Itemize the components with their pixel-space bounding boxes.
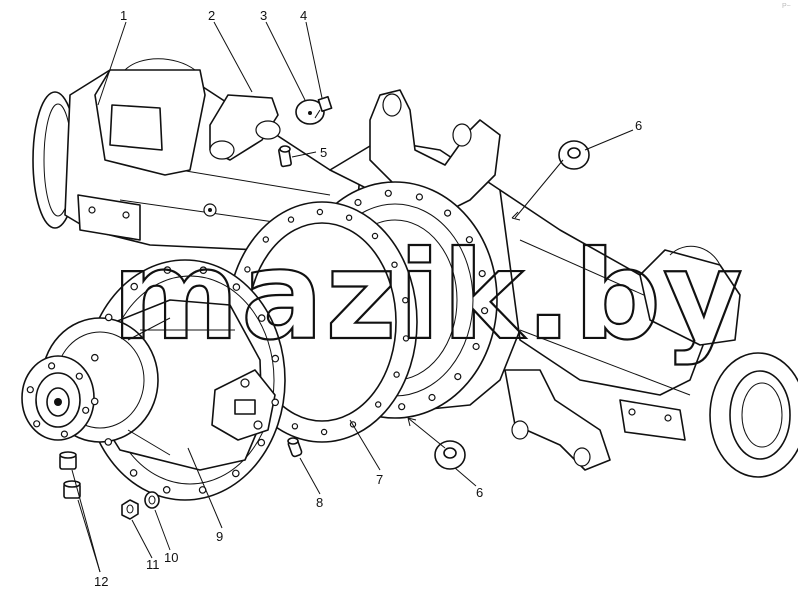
flange-bolt-hole — [465, 236, 473, 244]
callout-labels: 1 2 3 4 5 6 6 7 8 9 10 11 12 — [94, 8, 642, 589]
callout-12: 12 — [94, 574, 108, 589]
gasket-bolt-hole — [391, 261, 398, 268]
gasket-bolt-hole — [402, 335, 410, 342]
reducer-bolt-hole — [104, 438, 113, 446]
callout-6-lower: 6 — [476, 485, 483, 500]
bolt-lower — [63, 480, 81, 499]
reducer-bolt-hole — [162, 485, 171, 494]
flange-bolt-hole — [478, 270, 486, 278]
callout-4: 4 — [300, 8, 307, 23]
pin — [278, 145, 292, 168]
callout-3: 3 — [260, 8, 267, 23]
reducer-bolt-hole — [91, 353, 99, 362]
reducer-bolt-hole — [271, 398, 280, 407]
input-flange-bolt-hole — [26, 386, 34, 394]
gasket-bolt-hole — [291, 423, 299, 430]
corner-mark: P~ — [782, 3, 791, 10]
reducer-bolt-hole — [130, 282, 139, 291]
leader-lines — [71, 21, 634, 573]
callout-8: 8 — [316, 495, 323, 510]
callout-7: 7 — [376, 472, 383, 487]
flange-bolt-hole — [428, 393, 436, 402]
input-flange-bolt-hole — [60, 430, 69, 438]
callout-2: 2 — [208, 8, 215, 23]
reducer-bolt-hole — [90, 397, 99, 406]
reducer-bolt-hole — [199, 266, 208, 275]
gasket-bolt-hole — [316, 208, 324, 216]
callout-10: 10 — [164, 550, 178, 565]
gasket-bolt-hole — [320, 428, 328, 436]
dowel-pin — [287, 437, 303, 458]
flange-bolt-hole — [354, 198, 362, 207]
reducer-bolt-hole — [257, 314, 266, 322]
plug-lower — [434, 440, 466, 470]
reducer-bolt-hole — [129, 469, 138, 477]
gasket-bolt-hole — [371, 232, 379, 240]
input-flange-bolt-hole — [75, 372, 83, 380]
nut — [121, 499, 139, 520]
gasket-bolt-hole — [244, 266, 251, 273]
flange-bolt-hole — [454, 373, 462, 381]
gasket-bolt-hole — [402, 297, 409, 304]
reducer-bolt-hole — [232, 469, 240, 478]
reducer-bolt-hole — [271, 354, 280, 363]
watermark: mazik.by — [112, 225, 745, 367]
callout-9: 9 — [216, 529, 223, 544]
input-flange-bolt-hole — [82, 406, 90, 414]
callout-6-upper: 6 — [635, 118, 642, 133]
main-gear-reducer — [21, 259, 286, 501]
flange-bolt-hole — [398, 403, 406, 411]
washer — [295, 99, 325, 125]
callout-1: 1 — [120, 8, 127, 23]
callout-5: 5 — [320, 145, 327, 160]
flange-bolt-hole — [481, 307, 489, 315]
input-flange-bolt-holes — [26, 362, 90, 438]
gasket-bolt-hole — [262, 236, 269, 243]
reducer-bolt-hole — [104, 313, 113, 322]
input-flange-bolt-hole — [33, 420, 41, 428]
flange-bolt-hole — [472, 342, 480, 351]
axle-housing — [32, 58, 798, 478]
flange-bolt-hole — [444, 209, 452, 217]
reducer-bolt-hole — [257, 438, 266, 447]
reducer-bolt-hole — [232, 283, 241, 291]
reducer-bolt-hole — [163, 266, 172, 274]
plug-upper — [558, 140, 590, 170]
callout-11: 11 — [146, 557, 160, 572]
input-flange-bolt-hole — [47, 362, 56, 370]
flange-bolt-hole — [384, 189, 392, 197]
bolt-upper — [59, 451, 77, 470]
gasket-bolt-hole — [287, 216, 295, 223]
screw-small — [314, 95, 333, 119]
flange-bolt-hole — [415, 193, 423, 201]
gasket-bolt-hole — [393, 371, 400, 378]
gasket-bolt-hole — [375, 401, 382, 408]
gasket-bolt-hole — [345, 214, 353, 221]
spring-washer — [144, 491, 160, 509]
